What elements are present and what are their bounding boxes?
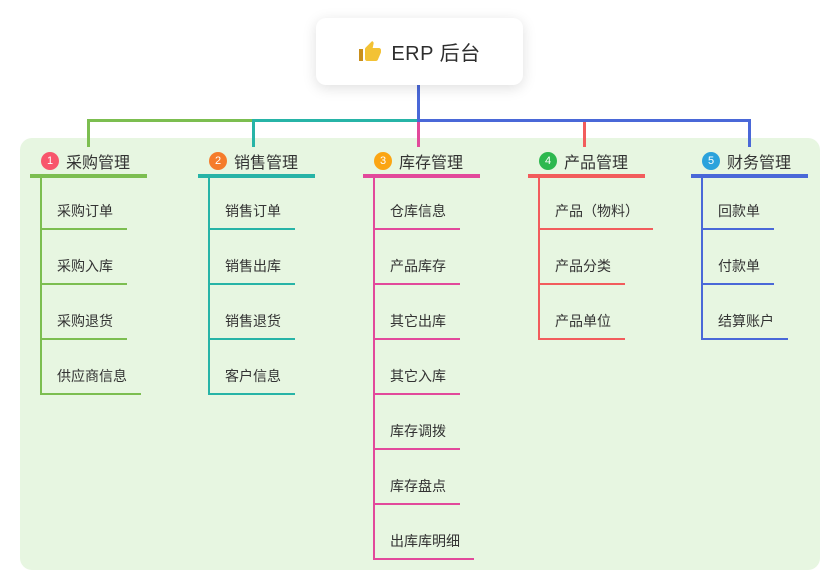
node-supplier-info[interactable]: 供应商信息 <box>40 363 141 395</box>
node-customer-info[interactable]: 客户信息 <box>208 363 295 395</box>
connector-branch-product-children <box>538 176 540 340</box>
branch-title: 财务管理 <box>727 154 792 172</box>
branch-purchase-header[interactable]: 1 采购管理 <box>30 147 147 178</box>
node-settlement-account[interactable]: 结算账户 <box>701 308 788 340</box>
node-product-category[interactable]: 产品分类 <box>538 253 625 285</box>
node-purchase-inbound[interactable]: 采购入库 <box>40 253 127 285</box>
node-product-unit[interactable]: 产品单位 <box>538 308 625 340</box>
branch-index-badge: 4 <box>539 151 557 170</box>
branch-sales-header[interactable]: 2 销售管理 <box>198 147 315 178</box>
node-outbound-detail[interactable]: 出库库明细 <box>373 528 474 560</box>
node-sales-order[interactable]: 销售订单 <box>208 198 295 230</box>
branches-panel <box>20 138 820 570</box>
node-sales-return[interactable]: 销售退货 <box>208 308 295 340</box>
connector-branch-purchase-children <box>40 176 42 395</box>
branch-finance-header[interactable]: 5 财务管理 <box>691 147 808 178</box>
node-receipt-bill[interactable]: 回款单 <box>701 198 774 230</box>
connector-drop-inventory <box>417 122 420 147</box>
branch-title: 采购管理 <box>66 154 131 172</box>
node-payment-bill[interactable]: 付款单 <box>701 253 774 285</box>
node-warehouse-info[interactable]: 仓库信息 <box>373 198 460 230</box>
connector-rail-finance <box>417 119 751 122</box>
connector-branch-sales-children <box>208 176 210 395</box>
node-purchase-order[interactable]: 采购订单 <box>40 198 127 230</box>
branch-index-badge: 2 <box>209 151 227 170</box>
connector-drop-purchase <box>87 119 90 147</box>
branch-index-badge: 5 <box>702 151 720 170</box>
connector-rail-sales <box>252 119 419 122</box>
branch-title: 销售管理 <box>234 154 299 172</box>
root-node[interactable]: ERP 后台 <box>316 18 523 85</box>
root-node-label: ERP 后台 <box>391 43 481 65</box>
connector-drop-sales <box>252 119 255 147</box>
connector-branch-finance-children <box>701 176 703 340</box>
branch-product-header[interactable]: 4 产品管理 <box>528 147 645 178</box>
branch-inventory-header[interactable]: 3 库存管理 <box>363 147 480 178</box>
node-stock-transfer[interactable]: 库存调拨 <box>373 418 460 450</box>
connector-rail-purchase <box>87 119 255 122</box>
connector-drop-product <box>583 122 586 147</box>
branch-index-badge: 1 <box>41 151 59 170</box>
node-product-stock[interactable]: 产品库存 <box>373 253 460 285</box>
connector-drop-finance <box>748 119 751 147</box>
node-other-inbound[interactable]: 其它入库 <box>373 363 460 395</box>
connector-root-drop <box>417 85 420 119</box>
node-other-outbound[interactable]: 其它出库 <box>373 308 460 340</box>
node-sales-outbound[interactable]: 销售出库 <box>208 253 295 285</box>
connector-branch-inventory-children <box>373 176 375 560</box>
thumbs-up-icon <box>358 40 382 64</box>
node-stock-check[interactable]: 库存盘点 <box>373 473 460 505</box>
node-product-material[interactable]: 产品（物料） <box>538 198 653 230</box>
branch-index-badge: 3 <box>374 151 392 170</box>
branch-title: 库存管理 <box>399 154 464 172</box>
branch-title: 产品管理 <box>564 154 629 172</box>
node-purchase-return[interactable]: 采购退货 <box>40 308 127 340</box>
